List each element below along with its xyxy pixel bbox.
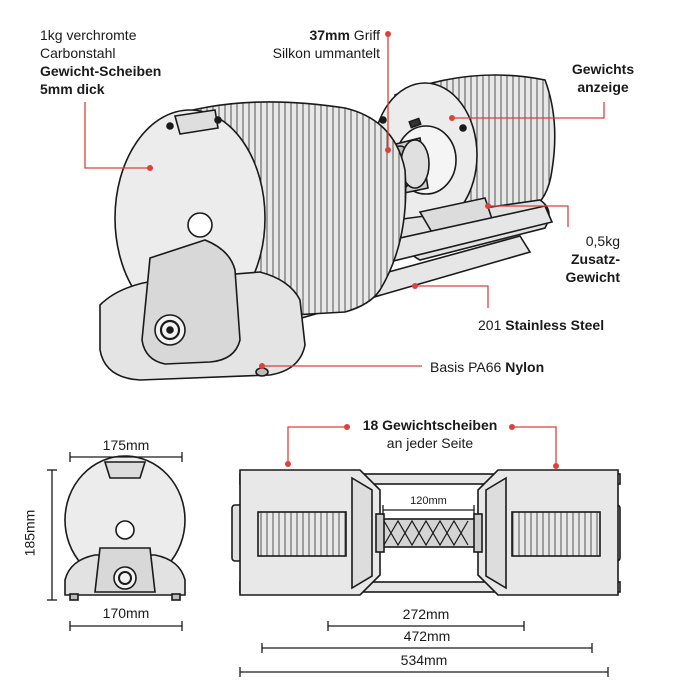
callout-plates-count-line1: 18 Gewichtscheiben xyxy=(362,417,498,433)
callout-grip-line1: 37mm Griff xyxy=(309,27,380,43)
dim-handle-length: 120mm xyxy=(410,495,447,507)
dim-side-height: 185mm xyxy=(21,509,38,557)
dumbbell-perspective xyxy=(99,74,556,381)
dim-mid-length: 472mm xyxy=(403,628,451,644)
side-view xyxy=(64,455,186,601)
callout-dots xyxy=(147,31,559,469)
callout-plates-material-line3: Gewicht-Scheiben xyxy=(40,63,162,79)
callout-grip-line2: Silkon ummantelt xyxy=(272,45,380,61)
callout-plates-material-line2: Carbonstahl xyxy=(40,45,116,61)
callout-weight-display-line2: anzeige xyxy=(577,79,629,95)
callout-plates-material-line1: 1kg verchromte xyxy=(40,27,137,43)
callout-plates-material-line4: 5mm dick xyxy=(40,81,105,97)
callout-grip: 37mm Griff Silkon ummantelt xyxy=(273,26,380,62)
callout-plates-count: 18 Gewichtscheiben an jeder Seite xyxy=(340,416,520,452)
dim-inner-length: 272mm xyxy=(402,606,450,622)
top-view xyxy=(231,469,621,596)
callout-base: Basis PA66 Nylon xyxy=(430,359,545,375)
side-dimension-lines xyxy=(47,452,183,631)
callout-lines xyxy=(84,34,605,466)
dim-total-length: 534mm xyxy=(400,652,448,668)
callout-steel: 201 Stainless Steel xyxy=(478,317,605,333)
callout-extra-weight-line1: 0,5kg xyxy=(585,233,620,249)
callout-extra-weight: 0,5kg Zusatz- Gewicht xyxy=(566,232,620,286)
callout-plates-material: 1kg verchromte Carbonstahl Gewicht-Schei… xyxy=(40,26,161,98)
callout-extra-weight-line3: Gewicht xyxy=(565,269,620,285)
dim-side-top-width: 175mm xyxy=(102,437,150,453)
callout-plates-count-line2: an jeder Seite xyxy=(386,435,474,451)
front-base xyxy=(99,239,306,381)
callout-extra-weight-line2: Zusatz- xyxy=(571,251,620,267)
callout-weight-display: Gewichts anzeige xyxy=(548,60,658,96)
dim-side-bottom-width: 170mm xyxy=(102,605,150,621)
callout-weight-display-line1: Gewichts xyxy=(571,61,635,77)
top-dimension-lines xyxy=(239,505,609,677)
